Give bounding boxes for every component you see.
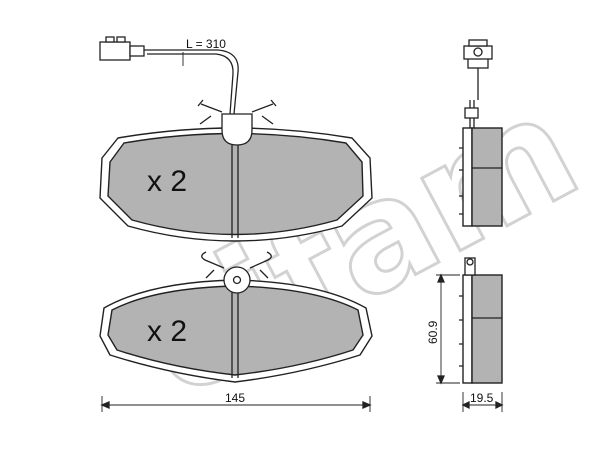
width-dimension: 145: [100, 391, 372, 412]
upper-clip-spring-right: [251, 99, 277, 113]
lower-side-backing: [462, 274, 473, 384]
width-arrows: [100, 401, 372, 409]
lower-side-clip-hole: [466, 258, 474, 266]
watermark-logo: cifam: [114, 61, 600, 432]
sensor-wire-inner: [147, 53, 234, 115]
lower-friction-material: [107, 285, 364, 376]
lower-quantity-label: x 2: [147, 315, 187, 348]
upper-friction-material: [107, 132, 364, 236]
upper-side-sensor-body: [464, 107, 479, 119]
thickness-arrows: [461, 400, 504, 410]
upper-wear-sensor: L = 310: [99, 36, 277, 146]
upper-side-friction: [471, 127, 503, 227]
upper-side-notches: [459, 147, 463, 215]
wire-length-label: L = 310: [186, 37, 226, 51]
lower-clip-legs: [205, 269, 269, 279]
sensor-connector: [99, 41, 131, 61]
lower-pad: x 2: [99, 279, 373, 383]
lower-side-friction: [471, 274, 503, 384]
height-arrows: [437, 273, 445, 385]
upper-sensor-clip: [221, 113, 253, 146]
upper-clip-spring-left: [197, 99, 223, 113]
sensor-connector-neck: [129, 45, 145, 57]
upper-quantity-label: x 2: [147, 165, 187, 198]
sensor-connector-pin-1: [105, 36, 115, 43]
height-dimension: 60.9: [426, 273, 460, 385]
sensor-wire: [143, 49, 239, 115]
upper-side-connector-top: [468, 39, 488, 47]
sensor-connector-pin-2: [116, 36, 126, 43]
upper-clip-legs: [199, 115, 274, 125]
upper-side-view: [459, 39, 503, 227]
lower-clip: [201, 251, 272, 294]
lower-side-clip: [464, 257, 476, 276]
lower-side-notches: [459, 295, 463, 367]
upper-side-backing: [462, 127, 473, 227]
lower-clip-hole: [232, 275, 242, 285]
thickness-dimension: 19.5: [461, 391, 504, 412]
height-dimension-label: 60.9: [426, 320, 440, 344]
lower-clip-springs: [201, 251, 272, 269]
lower-side-view: [459, 257, 503, 384]
width-dimension-label: 145: [225, 391, 245, 405]
thickness-dimension-label: 19.5: [470, 391, 494, 405]
upper-side-connector-pin: [473, 47, 483, 57]
upper-pad: x 2: [99, 127, 373, 242]
